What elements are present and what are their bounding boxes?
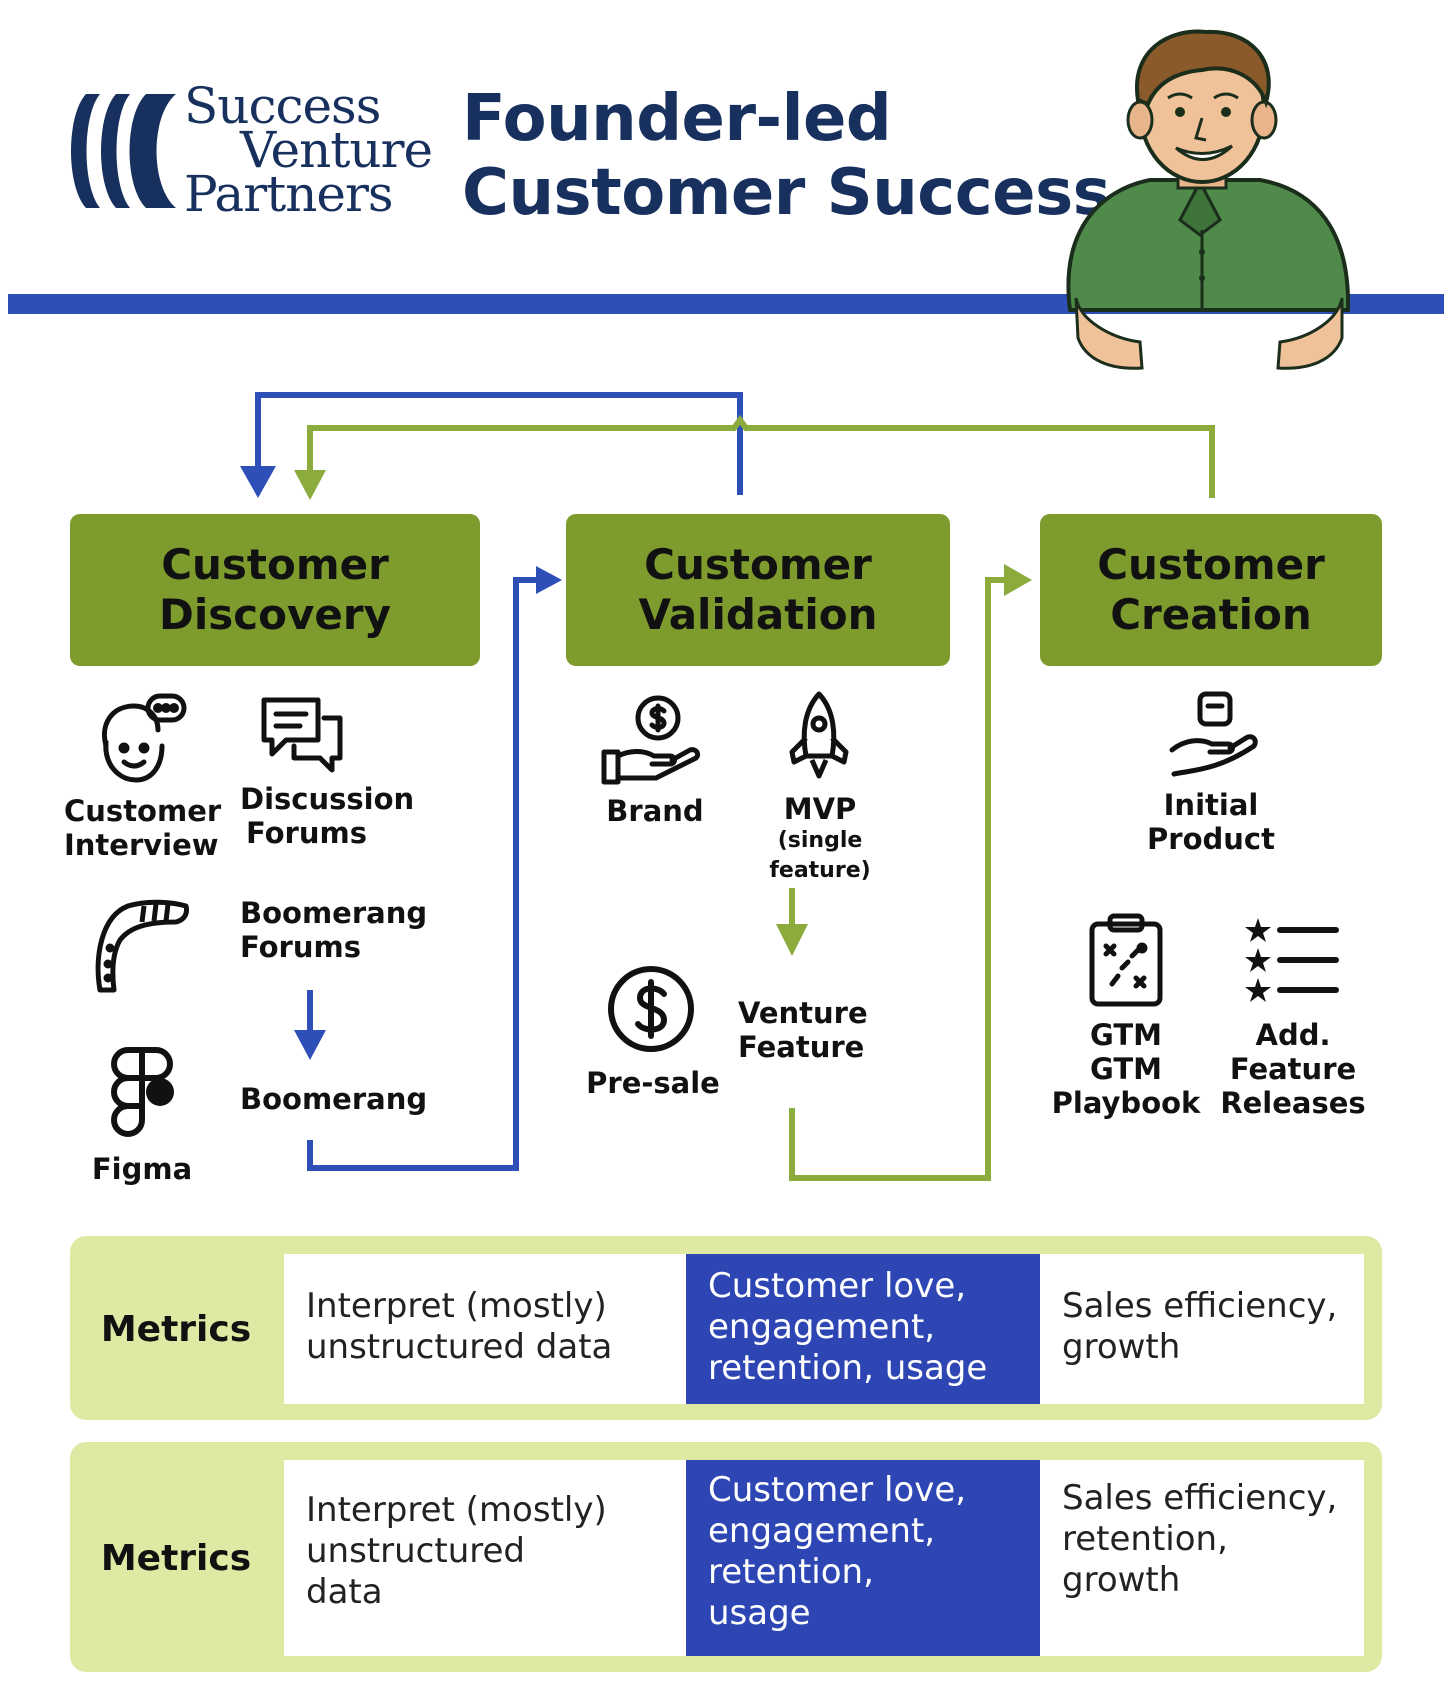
metrics-text: growth <box>1062 1560 1181 1600</box>
phase-customer-creation: Customer Creation <box>1040 514 1382 666</box>
discussion-forums-label: Discussion Forums <box>240 782 420 850</box>
gtm-playbook-label: GTM GTM Playbook <box>1050 1018 1202 1120</box>
mvp-label: MVP (single feature) <box>730 792 910 886</box>
initial-product-line-2: Product <box>1147 822 1275 856</box>
venture-feature-label: Venture Feature <box>738 996 888 1064</box>
discussion-forums-line-1: Discussion <box>240 782 415 816</box>
gtm-line-2: GTM <box>1090 1052 1162 1086</box>
mvp-line-1: MVP <box>783 792 857 826</box>
metrics-text: Customer love, <box>708 1470 967 1510</box>
metrics-text: Sales efficiency, <box>1062 1286 1338 1326</box>
title-line-1: Founder-led <box>462 82 892 156</box>
customer-interview-line-1: Customer <box>64 794 222 828</box>
add-feature-releases-label: Add. Feature Releases <box>1212 1018 1374 1120</box>
venture-feature-line-1: Venture <box>738 996 868 1030</box>
figma-label: Figma <box>91 1152 193 1186</box>
metrics-text: unstructured data <box>306 1327 613 1367</box>
metrics-row-2-discovery: Interpret (mostly) unstructured data <box>284 1460 686 1656</box>
metrics-text: engagement, <box>708 1511 936 1551</box>
metrics-text: retention, <box>1062 1519 1228 1559</box>
metrics-text: growth <box>1062 1327 1181 1367</box>
title-line-2: Customer Success <box>462 156 1111 230</box>
boomerang-forums-line-1: Boomerang <box>240 896 428 930</box>
founder-illustration <box>1030 20 1370 380</box>
metrics-row-1-discovery: Interpret (mostly) unstructured data <box>284 1254 686 1404</box>
metrics-text: usage <box>708 1593 811 1633</box>
hand-coin-icon <box>600 694 704 786</box>
metrics-text: retention, <box>708 1552 874 1592</box>
phase-discovery-title-2: Discovery <box>159 590 391 639</box>
metrics-text: Sales efficiency, <box>1062 1478 1338 1518</box>
metrics-row-1-validation: Customer love, engagement, retention, us… <box>686 1254 1040 1404</box>
phase-customer-validation: Customer Validation <box>566 514 950 666</box>
logo-line-1: Success <box>184 77 381 135</box>
figma-icon <box>104 1044 180 1140</box>
venture-feature-line-2: Feature <box>738 1030 865 1064</box>
metrics-row-2-validation: Customer love, engagement, retention, us… <box>686 1460 1040 1656</box>
metrics-row-1-creation: Sales efficiency, growth <box>1040 1254 1364 1404</box>
phase-validation-title-1: Customer <box>644 540 872 589</box>
brand-label: Brand <box>606 794 704 828</box>
metrics-row-2-label: Metrics <box>100 1537 252 1579</box>
phase-customer-discovery: Customer Discovery <box>70 514 480 666</box>
boomerang-forums-line-2: Forums <box>240 930 361 964</box>
metrics-row-2-creation: Sales efficiency, retention, growth <box>1040 1460 1364 1656</box>
add-line-1: Add. <box>1255 1018 1331 1052</box>
customer-interview-label: Customer Interview <box>64 794 222 862</box>
metrics-text: Customer love, <box>708 1266 967 1306</box>
logo-line-3: Partners <box>184 165 394 223</box>
initial-product-line-1: Initial <box>1163 788 1259 822</box>
person-speech-icon <box>92 690 188 786</box>
star-list-icon <box>1244 916 1340 1006</box>
gtm-line-3: Playbook <box>1051 1086 1201 1120</box>
presale-label: Pre-sale <box>586 1066 720 1100</box>
clipboard-play-icon <box>1086 912 1166 1008</box>
page-title: Founder-led Customer Success <box>462 82 1111 230</box>
hand-box-icon <box>1166 690 1260 780</box>
rocket-icon <box>786 690 852 782</box>
metrics-text: retention, usage <box>708 1348 988 1388</box>
boomerang-icon <box>92 896 192 996</box>
add-line-2: Feature <box>1229 1052 1357 1086</box>
mvp-subtitle: (single feature) <box>769 828 871 883</box>
svp-logo-mark <box>58 86 178 216</box>
phase-creation-title-2: Creation <box>1110 590 1312 639</box>
phase-creation-title-1: Customer <box>1097 540 1325 589</box>
boomerang-forums-label: Boomerang Forums <box>240 896 430 964</box>
metrics-text: Interpret (mostly) <box>306 1286 607 1326</box>
boomerang-label: Boomerang <box>240 1082 428 1116</box>
add-line-3: Releases <box>1220 1086 1366 1120</box>
gtm-line-1: GTM <box>1090 1018 1162 1052</box>
dollar-circle-icon <box>604 962 698 1056</box>
metrics-text: Interpret (mostly) <box>306 1490 607 1530</box>
metrics-row-1-label: Metrics <box>100 1308 252 1350</box>
metrics-text: engagement, <box>708 1307 936 1347</box>
chat-bubbles-icon <box>258 692 346 776</box>
metrics-text: data <box>306 1572 383 1612</box>
initial-product-label: Initial Product <box>1136 788 1286 856</box>
phase-discovery-title-1: Customer <box>161 540 389 589</box>
customer-interview-line-2: Interview <box>64 828 219 862</box>
logo-line-2: Venture <box>240 121 433 179</box>
phase-validation-title-2: Validation <box>638 590 878 639</box>
discussion-forums-line-2: Forums <box>246 816 367 850</box>
metrics-text: unstructured <box>306 1531 525 1571</box>
